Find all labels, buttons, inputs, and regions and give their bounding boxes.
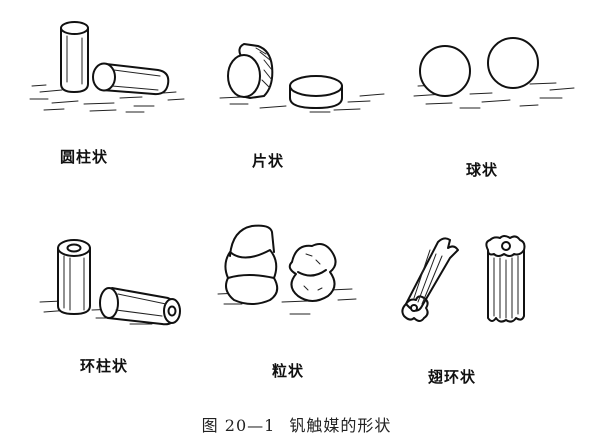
ring-lying — [99, 287, 181, 326]
shape-label-tablet: 片状 — [252, 152, 285, 170]
panel-sphere: 球状 — [400, 0, 593, 180]
panel-tablet: 片状 — [200, 0, 400, 180]
sphere-left — [419, 45, 471, 97]
granule-pellets-drawing — [217, 224, 357, 315]
shape-label-granule: 粒状 — [272, 362, 305, 380]
tablet-lying — [289, 75, 343, 109]
panel-ring: 环柱状 — [0, 210, 200, 390]
granule-stacked — [224, 224, 279, 305]
finned-ring-upright — [485, 235, 526, 323]
panel-granule: 粒状 — [200, 210, 400, 390]
shape-label-sphere: 球状 — [466, 161, 499, 179]
figure-caption-text: 钒触媒的形状 — [289, 416, 392, 435]
sphere-right — [487, 37, 539, 89]
figure-caption: 图 20—1 钒触媒的形状 — [0, 412, 593, 436]
granule-pile — [288, 243, 337, 302]
shape-label-finned-ring: 翅环状 — [428, 368, 477, 386]
ring-upright — [57, 239, 91, 315]
figure-caption-number: 图 20—1 — [201, 416, 276, 435]
sphere-pellets-drawing — [413, 37, 575, 109]
tablet-pellets-drawing — [219, 43, 385, 113]
cylinder-upright — [60, 21, 89, 93]
ring-pellets-drawing — [39, 239, 181, 326]
cylinder-pellets-drawing — [29, 21, 185, 113]
ground-hatching — [29, 84, 185, 113]
panel-cylinder: 圆柱状 — [0, 0, 200, 180]
panel-finned-ring: 翅环状 — [400, 210, 593, 390]
tablet-standing — [227, 43, 274, 99]
shape-label-ring: 环柱状 — [80, 357, 129, 375]
finned-ring-tilted — [401, 237, 459, 322]
shape-label-cylinder: 圆柱状 — [60, 148, 109, 166]
finned-ring-pellets-drawing — [401, 235, 526, 323]
cylinder-lying — [92, 62, 170, 96]
